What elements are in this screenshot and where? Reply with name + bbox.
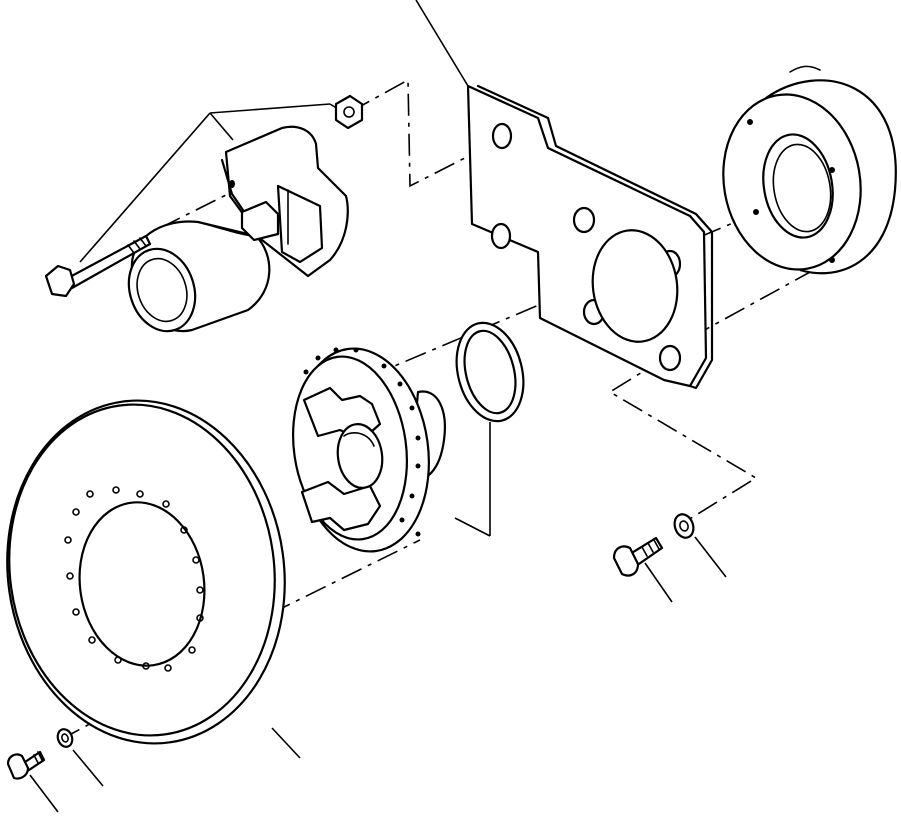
disc-washer-leader bbox=[72, 749, 104, 787]
bracket-top-edge bbox=[476, 84, 550, 120]
bracket-hole-2 bbox=[490, 222, 512, 250]
retainer-bore-inner bbox=[772, 143, 832, 233]
bracket-hole-3 bbox=[572, 206, 596, 234]
brake-pad bbox=[276, 184, 324, 264]
mounting-bracket bbox=[466, 84, 714, 390]
disc-bolt-leader bbox=[29, 774, 59, 813]
retainer-drum-top bbox=[789, 65, 821, 73]
bracket-hole-6 bbox=[658, 344, 682, 372]
bracket-washer-ring bbox=[673, 513, 695, 539]
wheel-hub bbox=[291, 347, 446, 553]
disc-bolt-thread bbox=[33, 751, 43, 764]
bracket-hole-1 bbox=[491, 122, 513, 150]
caliper-piston-inner bbox=[136, 257, 188, 323]
disc-leader bbox=[271, 727, 301, 759]
caliper-bolt-thread bbox=[127, 237, 147, 254]
caliper-nut bbox=[334, 94, 364, 130]
o-ring bbox=[455, 321, 525, 423]
bracket-washer-leader bbox=[694, 536, 727, 578]
brake-disc-bolt-holes bbox=[64, 486, 204, 672]
hub-leader bbox=[454, 517, 491, 537]
caliper-leader-bolt bbox=[79, 112, 211, 263]
hub-lug-lower bbox=[300, 480, 382, 532]
hub-bore-edge bbox=[343, 432, 375, 447]
retainer-hole-3 bbox=[829, 257, 835, 263]
disc-bolt-head bbox=[6, 753, 30, 780]
hub-bolt-holes bbox=[303, 347, 421, 537]
caliper-nut-hole bbox=[343, 106, 355, 118]
bracket-bolt-centerline bbox=[608, 357, 758, 521]
retainer-bore bbox=[762, 133, 834, 239]
bracket-washer-hole bbox=[679, 520, 689, 532]
bracket-thickness-edge bbox=[546, 116, 714, 390]
caliper-leader-top bbox=[209, 103, 331, 114]
bracket-bolt-thread bbox=[641, 539, 660, 557]
retainer-hole-2 bbox=[829, 167, 835, 173]
bracket-leader bbox=[415, 0, 469, 87]
disc-washer bbox=[56, 728, 74, 748]
o-ring-inner bbox=[463, 329, 517, 415]
brake-caliper bbox=[127, 125, 349, 333]
caliper-mount-hole bbox=[229, 180, 235, 188]
caliper-leader-body bbox=[209, 112, 234, 141]
bracket-bolt bbox=[612, 536, 664, 577]
leader-lines bbox=[29, 0, 727, 813]
hub-disc-centerline bbox=[269, 539, 421, 615]
caliper-bleed-block bbox=[240, 200, 280, 242]
caliper-nut-body bbox=[334, 94, 364, 130]
brake-disc bbox=[6, 399, 286, 745]
bracket-washer bbox=[673, 513, 695, 539]
brake-disc-center-bore bbox=[78, 501, 206, 667]
bracket-bolt-leader bbox=[644, 562, 673, 603]
seal-retainer bbox=[722, 65, 897, 275]
retainer-hole-1 bbox=[747, 119, 753, 125]
caliper-bolt bbox=[44, 234, 152, 298]
disc-washer-ring bbox=[56, 728, 74, 748]
caliper-bolt-head bbox=[44, 264, 76, 298]
retainer-flange bbox=[722, 93, 862, 271]
retainer-hole-4 bbox=[753, 209, 759, 215]
bracket-bolt-head bbox=[612, 545, 640, 577]
disc-washer-hole bbox=[61, 733, 69, 743]
bracket-center-bore bbox=[591, 229, 679, 343]
disc-bolt bbox=[6, 750, 46, 780]
caliper-bolt-centerline bbox=[159, 187, 241, 229]
